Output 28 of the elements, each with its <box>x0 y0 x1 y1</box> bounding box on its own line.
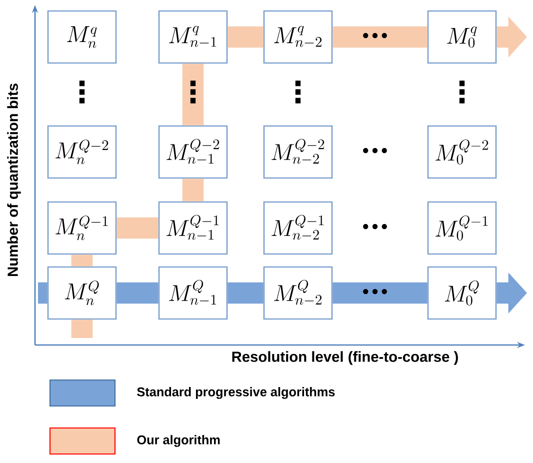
matrix-box: $M_{n}^{Q}$ <box>47 266 117 320</box>
matrix-box: $M_{n}^{Q-2}$ <box>47 125 117 179</box>
matrix-box: $M_{n-2}^{Q-2}$ <box>263 125 333 179</box>
matrix-box: $M_{0}^{Q-2}$ <box>427 125 497 179</box>
matrix-box: $M_{n-1}^{Q-2}$ <box>158 125 228 179</box>
ellipsis: ⋮ <box>190 80 196 104</box>
ellipsis: ••• <box>363 289 387 294</box>
ellipsis: ⋮ <box>295 80 301 104</box>
matrix-box: $M_{n}^{q}$ <box>47 10 117 64</box>
matrix-box: $M_{n-1}^{Q}$ <box>158 266 228 320</box>
ellipsis: ••• <box>363 224 387 230</box>
matrix-box: $M_{n-2}^{Q-1}$ <box>263 201 333 255</box>
matrix-box: $M_{0}^{Q}$ <box>427 266 497 320</box>
ellipsis: ••• <box>363 33 387 38</box>
axis-label: Resolution level (fine-to-coarse ) <box>232 351 458 365</box>
ellipsis: ⋮ <box>459 80 465 104</box>
matrix-box: $M_{0}^{q}$ <box>427 10 497 64</box>
ellipsis: ••• <box>363 148 387 154</box>
ellipsis: ⋮ <box>79 80 85 104</box>
axis-label: Number of quantization bits <box>7 84 21 276</box>
legend-text: Standard progressive algorithms <box>137 387 335 399</box>
matrix-box: $M_{n-1}^{Q-1}$ <box>158 201 228 255</box>
matrix-box: $M_{n-2}^{q}$ <box>263 10 333 64</box>
matrix-box: $M_{n}^{Q-1}$ <box>47 201 117 255</box>
legend-text: Our algorithm <box>137 435 220 447</box>
matrix-box: $M_{n-2}^{Q}$ <box>263 266 333 320</box>
matrix-box: $M_{0}^{Q-1}$ <box>427 201 497 255</box>
matrix-box: $M_{n-1}^{q}$ <box>158 10 228 64</box>
